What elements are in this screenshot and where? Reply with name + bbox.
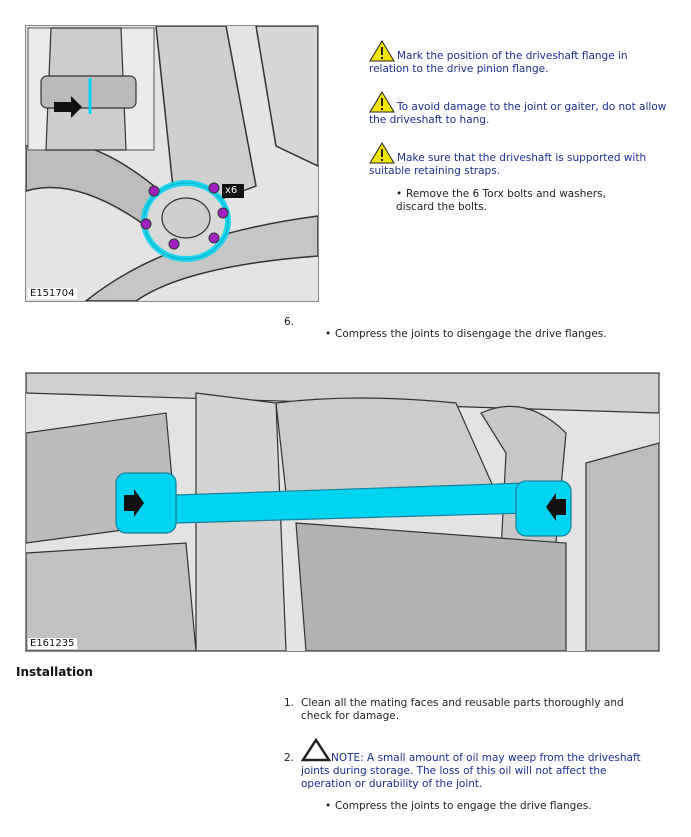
step-number: 1.: [284, 697, 295, 709]
figure-code: E151704: [28, 288, 77, 299]
warning-text: To avoid damage to the joint or gaiter, …: [369, 101, 667, 126]
warning-triangle-icon: [369, 40, 395, 62]
note-triangle-icon: [301, 738, 331, 762]
driveshaft-flange-illustration: [26, 26, 318, 301]
figure-driveshaft-joints: E161235: [25, 372, 660, 652]
step-number: 2.: [284, 752, 295, 764]
note-oil-weep: NOTE: A small amount of oil may weep fro…: [301, 752, 641, 790]
bullet-disengage: •Compress the joints to disengage the dr…: [325, 328, 607, 340]
figure-code: E161235: [28, 638, 77, 649]
warning-text: Mark the position of the driveshaft flan…: [369, 50, 628, 75]
warning-triangle-icon: [369, 142, 395, 164]
section-heading-installation: Installation: [16, 665, 93, 679]
step-number: 6.: [284, 316, 295, 328]
warning-text: Make sure that the driveshaft is support…: [369, 152, 647, 177]
warning-mark-flange: Mark the position of the driveshaft flan…: [369, 40, 669, 76]
warning-avoid-hang: To avoid damage to the joint or gaiter, …: [369, 91, 669, 127]
warning-retaining-straps: Make sure that the driveshaft is support…: [369, 142, 669, 178]
driveshaft-joints-illustration: [26, 373, 659, 651]
bullet-remove-bolts: •Remove the 6 Torx bolts and washers, di…: [396, 188, 606, 213]
warning-triangle-icon: [369, 91, 395, 113]
bullet-engage: •Compress the joints to engage the drive…: [325, 800, 592, 812]
bolt-count-callout: x6: [225, 185, 238, 196]
figure-driveshaft-flange: x6 E151704: [25, 25, 319, 302]
step-1-text: Clean all the mating faces and reusable …: [301, 697, 624, 722]
